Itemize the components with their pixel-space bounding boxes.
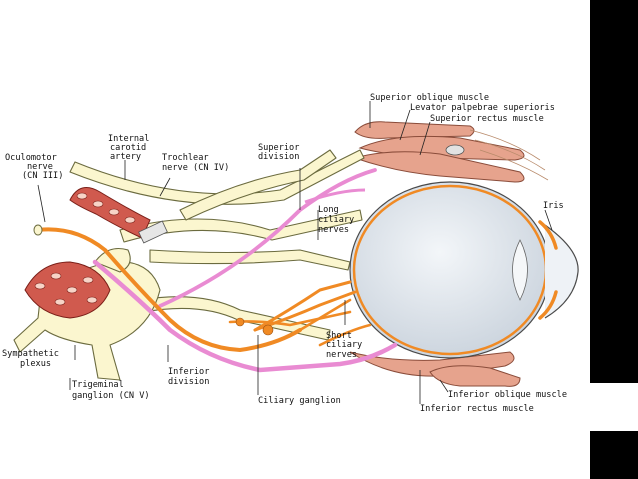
label-short-ciliary-3: nerves (326, 350, 357, 360)
label-internal-carotid-3: artery (110, 152, 141, 162)
label-inferior-oblique: Inferior oblique muscle (448, 390, 567, 400)
sympathetic-fiber-long-ciliary (304, 188, 366, 204)
label-internal-carotid-1: Internal (108, 134, 149, 144)
label-oculomotor-2: nerve (27, 162, 53, 172)
label-oculomotor-1: Oculomotor (5, 153, 57, 163)
label-iris: Iris (543, 201, 564, 211)
label-internal-carotid-2: carotid (110, 143, 146, 153)
label-sympathetic-2: plexus (20, 359, 51, 369)
oculomotor-cut-end (33, 224, 43, 236)
ciliary-ganglion-node (235, 317, 245, 327)
inferior-oblique-muscle (429, 365, 521, 387)
cornea (544, 224, 579, 319)
superior-oblique-muscle (354, 121, 475, 139)
label-trochlear-2: nerve (CN IV) (162, 163, 229, 173)
label-superior-rectus: Superior rectus muscle (430, 114, 544, 124)
label-oculomotor-3: (CN III) (22, 171, 63, 181)
labels: Superior oblique muscle Levator palpebra… (2, 93, 567, 414)
iris-structure (538, 220, 558, 320)
top-margin (0, 0, 638, 88)
ophthalmic-nerve (119, 209, 363, 243)
label-sympathetic-1: Sympathetic (2, 349, 59, 359)
label-inferior-division-2: division (168, 377, 209, 387)
label-trochlear-1: Trochlear (162, 153, 209, 163)
label-levator: Levator palpebrae superioris (410, 103, 555, 113)
ciliary-ganglion-body (262, 324, 274, 336)
label-short-ciliary-2: ciliary (326, 340, 362, 350)
right-white-stripe (590, 383, 638, 431)
bottom-margin (0, 425, 590, 479)
label-long-ciliary-1: Long (318, 205, 339, 215)
label-ciliary-ganglion: Ciliary ganglion (258, 396, 341, 406)
oculomotor-nerve-path (36, 227, 372, 352)
superior-rectus-muscle (353, 151, 525, 183)
artery-pattern (34, 192, 136, 306)
label-superior-division-2: division (258, 152, 299, 162)
label-long-ciliary-2: ciliary (318, 215, 354, 225)
label-inferior-rectus: Inferior rectus muscle (420, 404, 534, 414)
muscles (349, 121, 525, 387)
label-long-ciliary-3: nerves (318, 225, 349, 235)
sympathetic-fiber-upper (158, 168, 377, 308)
label-superior-oblique: Superior oblique muscle (370, 93, 489, 103)
lens (512, 239, 528, 301)
trochlea (445, 144, 465, 156)
orbit-lines (469, 129, 549, 181)
label-inferior-division-1: Inferior (168, 367, 209, 377)
sympathetic-fiber-main (92, 259, 398, 373)
frontal-branch (179, 149, 337, 221)
label-superior-division-1: Superior (258, 143, 299, 153)
eyeball (349, 181, 579, 359)
label-trigeminal-2: ganglion (CN V) (72, 391, 150, 401)
label-short-ciliary-1: Short (326, 331, 352, 341)
trochlear-nerve (69, 149, 365, 205)
label-trigeminal-1: Trigeminal (72, 380, 124, 390)
nasociliary-branch (149, 249, 351, 271)
leader-lines (37, 101, 553, 404)
